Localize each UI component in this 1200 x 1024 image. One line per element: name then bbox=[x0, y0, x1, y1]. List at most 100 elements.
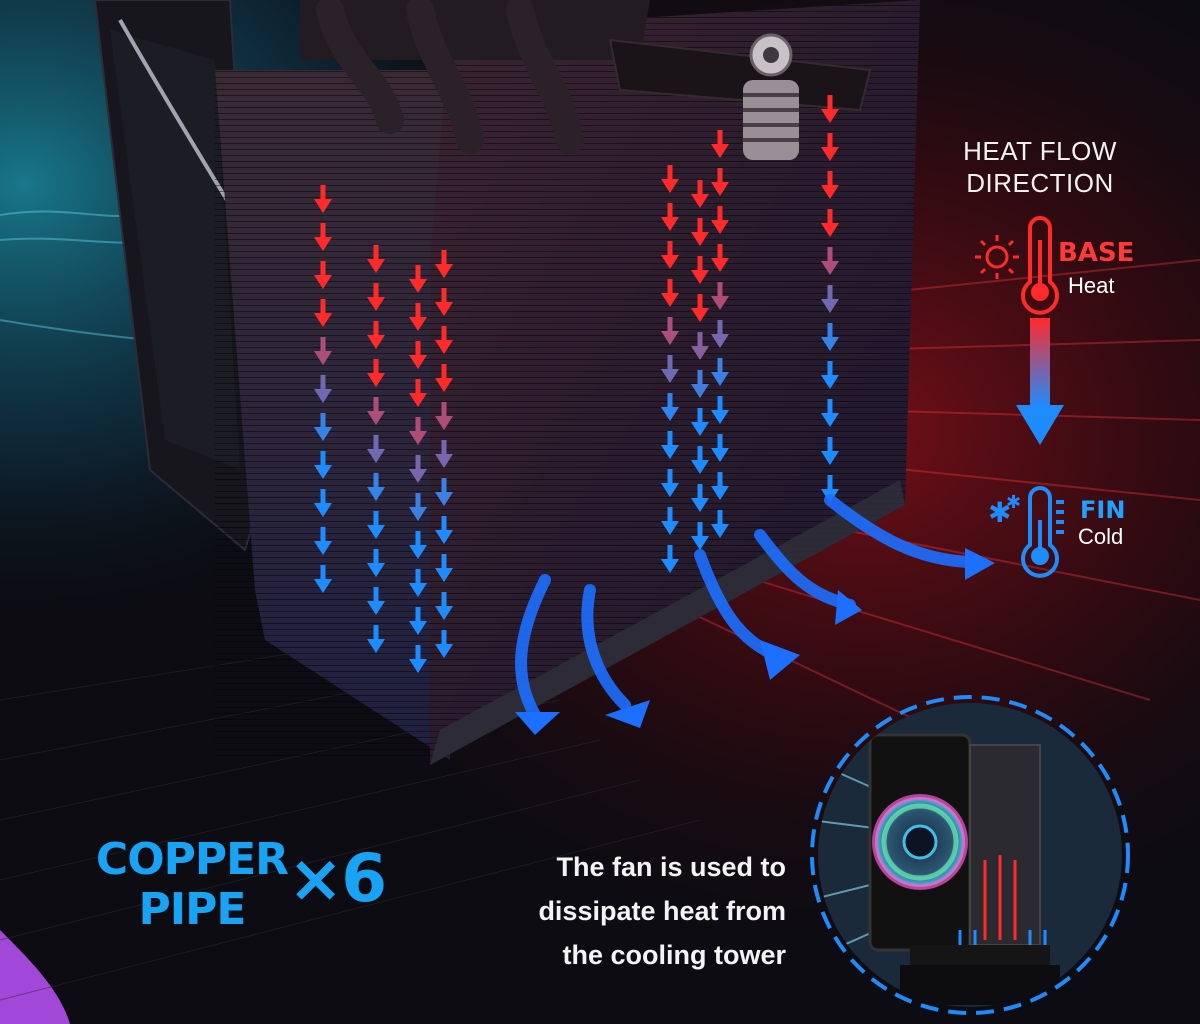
flow-arrow bbox=[691, 218, 709, 246]
flow-arrow bbox=[367, 625, 385, 653]
flow-arrow bbox=[661, 469, 679, 497]
flow-arrow bbox=[314, 413, 332, 441]
heat-flow-title-line2: DIRECTION bbox=[966, 168, 1114, 198]
flow-arrow bbox=[367, 435, 385, 463]
flow-arrow bbox=[711, 320, 729, 348]
pipe-count: ×6 bbox=[288, 840, 387, 917]
flow-arrow bbox=[691, 332, 709, 360]
flow-arrow bbox=[821, 209, 839, 237]
flow-arrow bbox=[367, 473, 385, 501]
svg-text:✱: ✱ bbox=[1006, 492, 1021, 513]
flow-arrow bbox=[711, 244, 729, 272]
flow-arrow bbox=[691, 522, 709, 550]
caption-line3: the cooling tower bbox=[562, 940, 786, 970]
flow-arrow bbox=[314, 337, 332, 365]
flow-arrow bbox=[367, 511, 385, 539]
flow-arrow bbox=[409, 341, 427, 369]
flow-arrow bbox=[661, 165, 679, 193]
flow-arrow bbox=[711, 206, 729, 234]
flow-arrow bbox=[409, 569, 427, 597]
flow-arrow bbox=[711, 434, 729, 462]
flow-arrow bbox=[367, 245, 385, 273]
heat-flow-title-line1: HEAT FLOW bbox=[963, 136, 1117, 166]
heat-flow-arrows bbox=[314, 95, 839, 673]
flow-arrow bbox=[711, 396, 729, 424]
flow-arrow bbox=[821, 285, 839, 313]
flow-arrow bbox=[821, 171, 839, 199]
flow-arrow bbox=[367, 359, 385, 387]
fan-inset-image bbox=[810, 695, 1130, 1015]
fin-sub-label: Cold bbox=[1078, 524, 1124, 549]
base-sub-label: Heat bbox=[1068, 273, 1115, 298]
flow-arrow bbox=[711, 358, 729, 386]
flow-arrow bbox=[821, 361, 839, 389]
snowflake-icon: ✱ ✱ bbox=[988, 492, 1021, 529]
flow-arrow bbox=[691, 446, 709, 474]
flow-arrow bbox=[821, 437, 839, 465]
flow-arrow bbox=[435, 402, 453, 430]
flow-arrow bbox=[821, 399, 839, 427]
copper-pipe-label: COPPER PIPE bbox=[92, 835, 292, 935]
copper-label-line1: COPPER bbox=[95, 834, 289, 885]
flow-arrow bbox=[314, 451, 332, 479]
flow-arrow bbox=[409, 417, 427, 445]
mount-screw bbox=[743, 33, 799, 160]
flow-arrow bbox=[314, 185, 332, 213]
flow-arrow bbox=[821, 247, 839, 275]
flow-arrow bbox=[409, 455, 427, 483]
flow-arrow bbox=[409, 379, 427, 407]
flow-arrow bbox=[409, 607, 427, 635]
flow-arrow bbox=[661, 393, 679, 421]
flow-arrow bbox=[821, 133, 839, 161]
flow-arrow bbox=[435, 364, 453, 392]
flow-arrow bbox=[661, 317, 679, 345]
flow-arrow bbox=[435, 288, 453, 316]
flow-arrow bbox=[661, 355, 679, 383]
flow-arrow bbox=[367, 283, 385, 311]
svg-text:✱: ✱ bbox=[988, 496, 1011, 529]
flow-arrow bbox=[314, 223, 332, 251]
flow-arrow bbox=[711, 168, 729, 196]
flow-arrow bbox=[367, 549, 385, 577]
flow-arrow bbox=[661, 431, 679, 459]
flow-arrow bbox=[435, 250, 453, 278]
flow-arrow bbox=[435, 478, 453, 506]
flow-arrow bbox=[314, 299, 332, 327]
flow-arrow bbox=[409, 493, 427, 521]
flow-arrow bbox=[661, 279, 679, 307]
flow-arrow bbox=[314, 565, 332, 593]
fin-label: FIN bbox=[1080, 496, 1126, 524]
flow-arrow bbox=[367, 397, 385, 425]
flow-arrow bbox=[691, 484, 709, 512]
flow-arrow bbox=[821, 323, 839, 351]
flow-arrow bbox=[435, 554, 453, 582]
flow-arrow bbox=[691, 408, 709, 436]
flow-arrow bbox=[711, 282, 729, 310]
flow-arrow bbox=[314, 375, 332, 403]
flow-arrow bbox=[711, 510, 729, 538]
flow-arrow bbox=[409, 531, 427, 559]
flow-arrow bbox=[691, 180, 709, 208]
flow-arrow bbox=[691, 294, 709, 322]
fan-caption: The fan is used to dissipate heat from t… bbox=[486, 845, 786, 977]
flow-arrow bbox=[711, 472, 729, 500]
flow-arrow bbox=[711, 130, 729, 158]
sun-icon bbox=[975, 235, 1019, 279]
flow-arrow bbox=[435, 326, 453, 354]
caption-line1: The fan is used to bbox=[556, 852, 786, 882]
flow-arrow bbox=[314, 261, 332, 289]
thermometer-hot-icon bbox=[1021, 216, 1059, 315]
base-label: BASE bbox=[1058, 238, 1135, 268]
flow-arrow bbox=[661, 545, 679, 573]
flow-arrow bbox=[435, 440, 453, 468]
flow-arrow bbox=[435, 592, 453, 620]
caption-line2: dissipate heat from bbox=[538, 896, 786, 926]
thermometer-cold-icon bbox=[1021, 486, 1064, 578]
flow-arrow bbox=[409, 303, 427, 331]
flow-arrow bbox=[691, 370, 709, 398]
flow-arrow bbox=[661, 241, 679, 269]
flow-arrow bbox=[367, 321, 385, 349]
copper-label-line2: PIPE bbox=[138, 884, 247, 935]
down-arrow-icon bbox=[1030, 318, 1050, 408]
